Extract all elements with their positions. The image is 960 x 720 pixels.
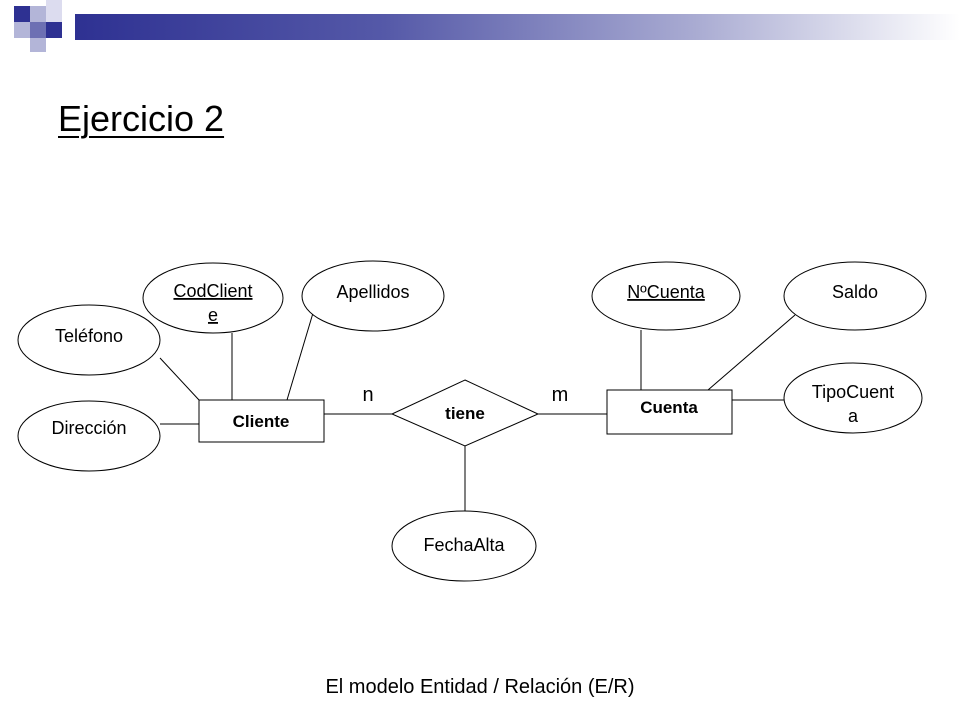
attribute-apellidos: Apellidos: [301, 260, 445, 332]
attribute-saldo-label: Saldo: [832, 282, 878, 302]
attribute-telefono-label: Teléfono: [55, 326, 123, 346]
connector-apellidos: [286, 312, 314, 401]
cardinality-m: m: [552, 384, 569, 406]
connector-lines: [159, 312, 796, 521]
attribute-tipocuenta: TipoCuent a: [783, 362, 923, 434]
connector-telefono: [159, 357, 200, 401]
entity-cuenta-label: Cuenta: [640, 398, 698, 417]
attribute-apellidos-label: Apellidos: [336, 282, 409, 302]
attribute-saldo: Saldo: [783, 261, 927, 331]
decorative-square: [46, 0, 62, 22]
relationship-tiene-label: tiene: [445, 404, 485, 423]
attribute-nocuenta-label: NºCuenta: [627, 282, 706, 302]
attribute-direccion-label: Dirección: [51, 418, 126, 438]
header-decoration: [0, 0, 960, 60]
footer-caption: El modelo Entidad / Relación (E/R): [325, 676, 635, 698]
attribute-tipocuenta-label-2: a: [848, 406, 859, 426]
attribute-fechaalta: FechaAlta: [391, 510, 537, 582]
decorative-square: [14, 22, 30, 38]
attribute-direccion: Dirección: [17, 400, 161, 472]
header-gradient-band: [75, 14, 960, 40]
entity-cliente-label: Cliente: [233, 412, 290, 431]
decorative-square: [30, 22, 46, 38]
cardinality-n: n: [362, 384, 373, 406]
decorative-square: [14, 6, 30, 22]
decorative-square: [46, 22, 62, 38]
entity-cliente: Cliente: [198, 399, 325, 443]
attribute-nocuenta: NºCuenta: [591, 261, 741, 331]
entity-cuenta: Cuenta: [606, 389, 733, 435]
attribute-codcliente: CodClient e: [142, 262, 284, 334]
slide-title: Ejercicio 2: [58, 98, 225, 139]
connector-saldo: [707, 314, 796, 391]
relationship-tiene: tiene: [390, 379, 540, 447]
decorative-square: [30, 6, 46, 22]
attribute-codcliente-label-1: CodClient: [173, 281, 252, 301]
attribute-tipocuenta-label-1: TipoCuent: [812, 382, 894, 402]
attribute-codcliente-label-2: e: [208, 305, 218, 325]
attribute-telefono: Teléfono: [17, 304, 161, 376]
attribute-fechaalta-label: FechaAlta: [423, 535, 505, 555]
decorative-square: [30, 38, 46, 52]
